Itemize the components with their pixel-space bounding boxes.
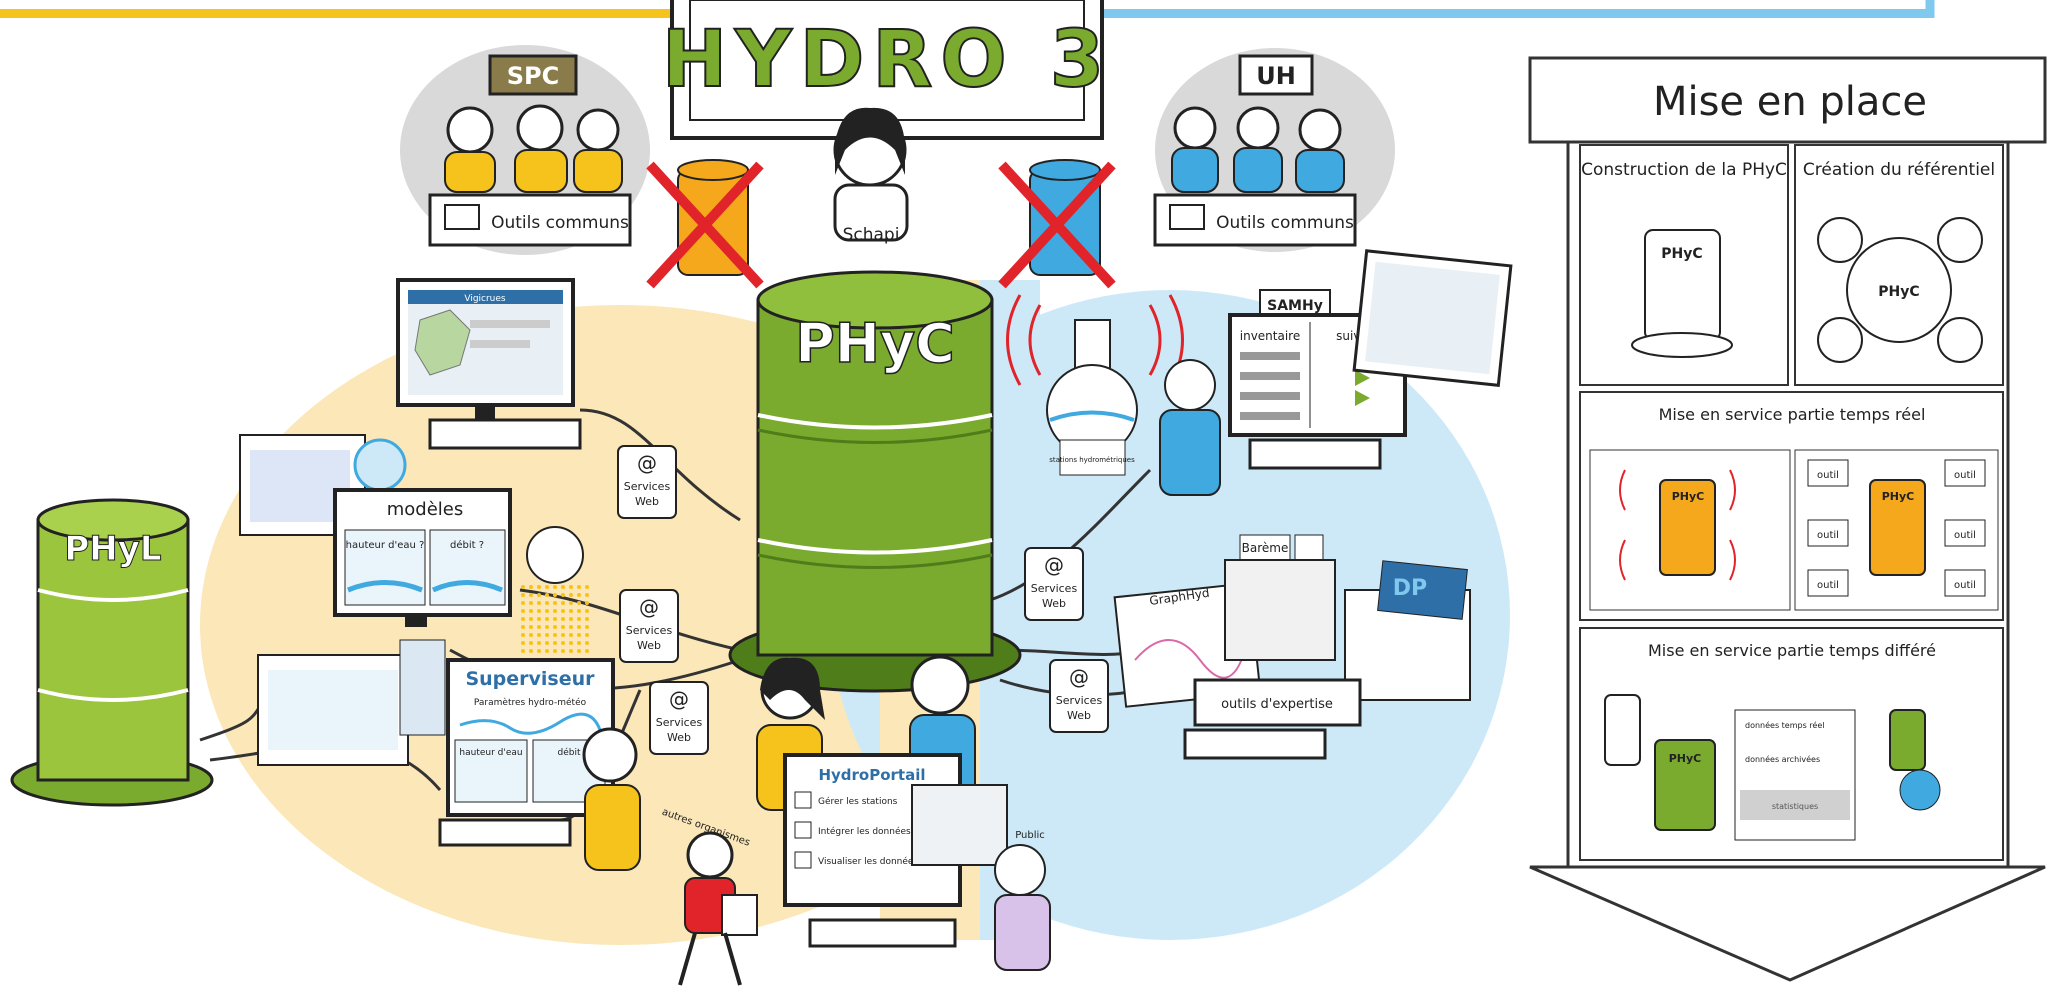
- header-lines: [0, 0, 1935, 18]
- svg-text:Services: Services: [626, 624, 673, 637]
- svg-text:Web: Web: [1067, 709, 1091, 722]
- svg-text:outil: outil: [1954, 530, 1976, 541]
- page-title: HYDRO 3: [662, 15, 1112, 105]
- uh-sign: UH: [1256, 62, 1296, 90]
- svg-text:outil: outil: [1817, 580, 1839, 591]
- blue-line: [1100, 9, 1930, 18]
- svg-text:@: @: [639, 595, 659, 619]
- modeles-label: modèles: [387, 499, 464, 520]
- svg-text:Gérer les stations: Gérer les stations: [818, 796, 898, 807]
- svg-text:outil: outil: [1954, 580, 1976, 591]
- superviseur-monitor: Superviseur Paramètres hydro-météo haute…: [257, 639, 641, 871]
- svg-text:Mise en service partie temps r: Mise en service partie temps réel: [1659, 405, 1926, 424]
- old-drum-orange: [646, 159, 764, 289]
- svg-text:Paramètres hydro-météo: Paramètres hydro-météo: [474, 697, 587, 708]
- svg-text:Construction de la PHyC: Construction de la PHyC: [1581, 160, 1787, 180]
- services-web-5: @ Services Web: [1049, 659, 1109, 733]
- svg-text:Public: Public: [1015, 830, 1045, 841]
- svg-text:Mise en service partie temps d: Mise en service partie temps différé: [1648, 641, 1936, 660]
- svg-text:PHyC: PHyC: [1882, 490, 1915, 503]
- svg-text:hauteur d'eau ?: hauteur d'eau ?: [346, 540, 425, 551]
- expertise-tools: Barème GraphHyd DP outils d'expertise: [1113, 534, 1471, 760]
- svg-text:débit: débit: [558, 747, 581, 758]
- phyc-drum: PHyC: [728, 270, 1022, 693]
- phyl-label: PHyL: [64, 529, 161, 569]
- svg-text:débit ?: débit ?: [450, 539, 484, 551]
- spc-people: [444, 104, 623, 193]
- modeles-monitor: modèles hauteur d'eau ? débit ?: [239, 434, 590, 655]
- svg-text:Vigicrues: Vigicrues: [464, 294, 506, 304]
- svg-text:DP: DP: [1393, 576, 1427, 601]
- yellow-line: [0, 9, 700, 18]
- svg-text:SAMHy: SAMHy: [1267, 298, 1323, 314]
- svg-text:hauteur d'eau: hauteur d'eau: [459, 748, 522, 758]
- svg-text:@: @: [637, 451, 657, 475]
- svg-text:PHyC: PHyC: [1878, 284, 1919, 300]
- svg-text:données archivées: données archivées: [1745, 754, 1820, 764]
- svg-text:Services: Services: [1031, 582, 1078, 595]
- svg-text:@: @: [669, 687, 689, 711]
- uh-people: [1171, 106, 1345, 193]
- superviseur-label: Superviseur: [465, 668, 595, 690]
- spc-group: SPC Outils communs: [400, 45, 650, 255]
- svg-text:@: @: [1044, 553, 1064, 577]
- svg-text:Création du référentiel: Création du référentiel: [1803, 160, 1995, 180]
- phyc-label: PHyC: [795, 312, 955, 375]
- spc-sign: SPC: [507, 62, 560, 90]
- side-panel: Mise en place Construction de la PHyC PH…: [1528, 56, 2047, 982]
- services-web-2: @ Services Web: [619, 589, 679, 663]
- svg-text:Services: Services: [624, 480, 671, 493]
- svg-text:inventaire: inventaire: [1240, 329, 1300, 343]
- svg-text:Visualiser les données: Visualiser les données: [818, 856, 918, 867]
- uh-tools-label: Outils communs: [1216, 213, 1354, 233]
- spc-tools-label: Outils communs: [491, 213, 629, 233]
- samhy-monitor: SAMHy inventaire suivi: [1159, 249, 1513, 496]
- side-panel-title: Mise en place: [1653, 79, 1927, 125]
- svg-text:Web: Web: [637, 639, 661, 652]
- svg-text:outils d'expertise: outils d'expertise: [1221, 697, 1333, 712]
- phyl-drum: PHyL: [10, 498, 214, 807]
- down-arrow: [1529, 865, 2046, 982]
- svg-text:outil: outil: [1817, 470, 1839, 481]
- svg-text:Web: Web: [1042, 597, 1066, 610]
- svg-text:@: @: [1069, 665, 1089, 689]
- schapi-label: Schapi: [843, 225, 900, 245]
- services-web-1: @ Services Web: [617, 445, 677, 519]
- svg-text:données temps réel: données temps réel: [1745, 720, 1825, 730]
- schapi-person: Schapi: [833, 107, 909, 245]
- svg-text:PHyC: PHyC: [1661, 246, 1702, 262]
- old-drum-blue: [998, 159, 1116, 289]
- svg-text:PHyC: PHyC: [1672, 490, 1705, 503]
- uh-group: UH Outils communs: [1153, 48, 1395, 252]
- station-hydro: stations hydrométriques: [1006, 294, 1184, 476]
- svg-text:outil: outil: [1817, 530, 1839, 541]
- svg-text:Intégrer les données: Intégrer les données: [818, 826, 911, 837]
- services-web-3: @ Services Web: [649, 681, 709, 755]
- svg-text:Services: Services: [1056, 694, 1103, 707]
- vigicrues-monitor: Vigicrues: [396, 278, 582, 450]
- svg-text:Web: Web: [635, 495, 659, 508]
- svg-text:Services: Services: [656, 716, 703, 729]
- svg-text:stations hydrométriques: stations hydrométriques: [1049, 456, 1135, 464]
- services-web-4: @ Services Web: [1024, 547, 1084, 621]
- svg-text:outil: outil: [1954, 470, 1976, 481]
- svg-text:PHyC: PHyC: [1669, 752, 1702, 765]
- svg-text:statistiques: statistiques: [1772, 802, 1818, 811]
- hydroportail-label: HydroPortail: [818, 766, 925, 784]
- svg-text:Web: Web: [667, 731, 691, 744]
- svg-text:Barème: Barème: [1242, 541, 1289, 555]
